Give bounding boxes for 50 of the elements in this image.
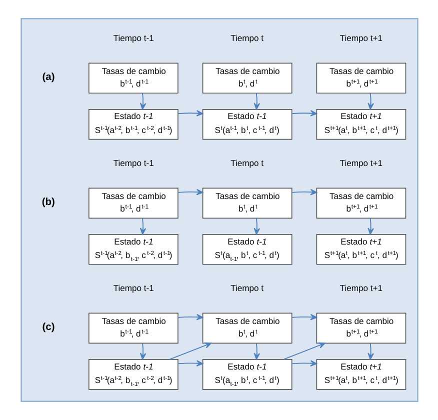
node-box: Estado t-1 S$^{t-1}$(a$^{t-2}$, b$_{t-1}$, c$^{t-2}$, d$^{t-1}$) [88, 359, 178, 390]
node-box: Tasas de cambio b$^{t-1}$, d$^{t-1}$ [88, 62, 178, 94]
label: Tiempo t-1 [112, 158, 154, 168]
label: Tiempo t [230, 282, 264, 293]
node-box: Estado t+1 S$^{t+1}$(a$^{t}$, b$^{t+1}$, c$^{t}$, d$^{t+1}$) [316, 234, 406, 265]
node-box: Tasas de cambio b$^{t+1}$, d$^{t+1}$ [316, 62, 406, 94]
arrow [291, 188, 317, 196]
arrow [139, 342, 146, 360]
arrow [177, 314, 203, 320]
arrow [282, 342, 325, 360]
arrow [253, 218, 260, 235]
node-box: Tasas de cambio b$^{t-1}$, d$^{t-1}$ [88, 312, 178, 344]
label: (c) [42, 322, 54, 333]
cluster [20, 18, 418, 402]
arrow [291, 314, 317, 320]
node-box: Estado t-1 S$^{t}$(a$_{t-1}$, b$^{t}$, c$^{t-1}$, d$^{t}$) [202, 359, 292, 390]
arrow [139, 218, 146, 235]
arrow [168, 342, 211, 360]
arrow [367, 342, 374, 360]
node-box: Tasas de cambio b$^{t}$, d$^{t}$ [202, 188, 292, 219]
node-box: Estado t+1 S$^{t+1}$(a$^{t}$, b$^{t+1}$, c$^{t}$, d$^{t+1}$) [316, 359, 406, 390]
node-box: Tasas de cambio b$^{t}$, d$^{t}$ [202, 312, 292, 344]
label: (b) [41, 196, 54, 208]
arrow [367, 92, 374, 110]
node-box: Tasas de cambio b$^{t+1}$, d$^{t+1}$ [316, 188, 406, 219]
arrow [253, 92, 260, 110]
arrow [253, 342, 260, 360]
arrow [291, 110, 317, 116]
node-box: Estado t-1 S$^{t-1}$(a$^{t-2}$, b$^{t-1}$, c$^{t-2}$, d$^{t-1}$) [88, 108, 178, 140]
label: Tiempo t+1 [339, 282, 382, 293]
node-box: Estado t+1 S$^{t+1}$(a$^{t}$, b$^{t+1}$, c$^{t}$, d$^{t+1}$) [316, 108, 406, 140]
label: Tiempo t [230, 32, 264, 43]
node-box: Estado t-1 S$^{t-1}$(a$^{t-2}$, b$_{t-1}$, c$^{t-2}$, d$^{t-1}$) [88, 234, 178, 265]
arrow [139, 92, 146, 110]
label: (a) [42, 72, 54, 83]
arrow [177, 110, 203, 116]
node-box: Tasas de cambio b$^{t+1}$, d$^{t+1}$ [316, 312, 406, 344]
label: Tiempo t-1 [112, 282, 154, 293]
label: Tiempo t+1 [339, 32, 382, 43]
label: Tiempo t-1 [112, 32, 154, 43]
label: Tiempo t [230, 158, 264, 168]
node-box: Estado t-1 S$^{t}$(a$^{t-1}$, b$^{t}$, c$^{t-1}$, d$^{t}$) [202, 108, 292, 140]
node-box: Tasas de cambio b$^{t-1}$, d$^{t-1}$ [88, 188, 178, 219]
arrow [177, 360, 203, 366]
arrow [367, 218, 374, 235]
label: Tiempo t+1 [339, 158, 382, 168]
node-box: Estado t-1 S$^{t}$(a$_{t-1}$, b$^{t}$, c$^{t-1}$, d$^{t}$) [202, 234, 292, 265]
node-box: Tasas de cambio b$^{t}$, d$^{t}$ [202, 62, 292, 94]
arrow [291, 360, 317, 366]
arrow [177, 188, 203, 196]
